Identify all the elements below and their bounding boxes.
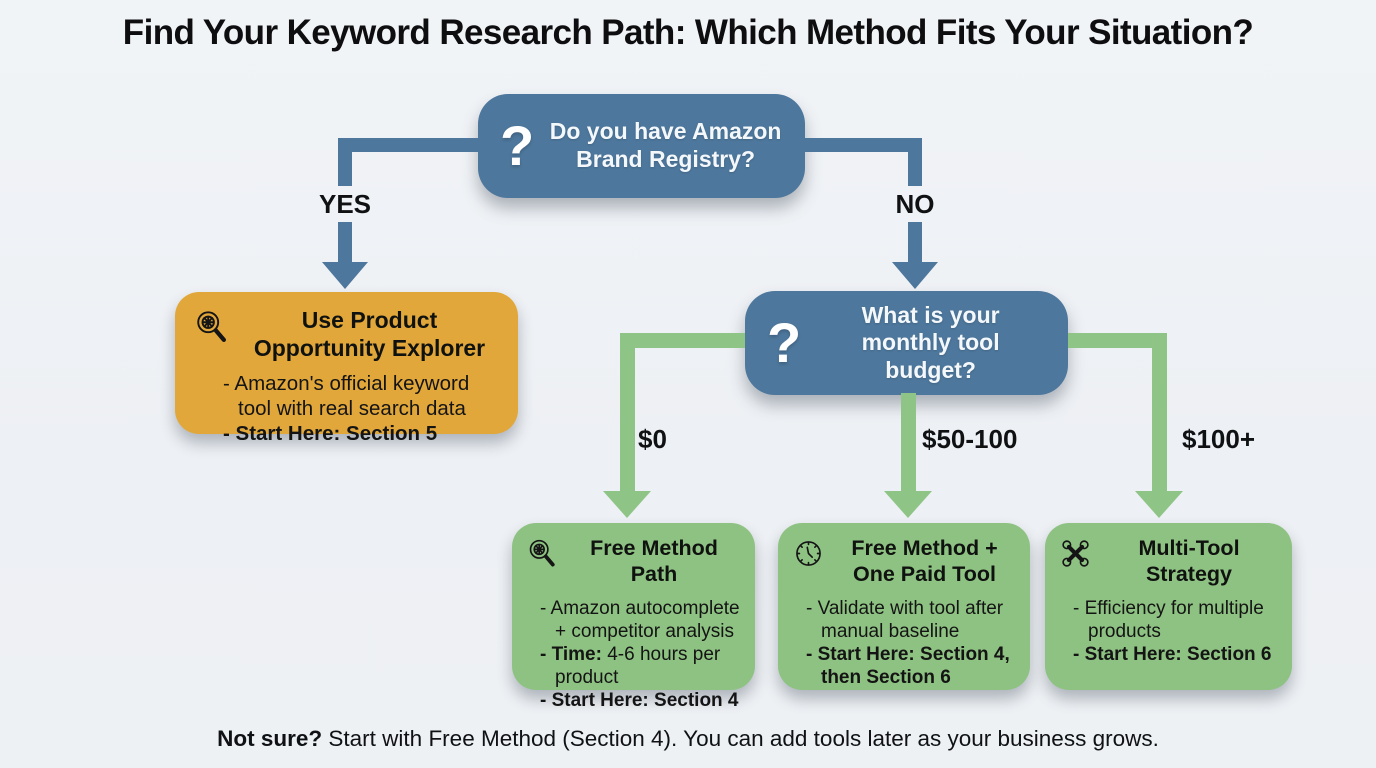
outcome-detail-line: - Start Here: Section 4: [540, 690, 739, 712]
decision-brand-registry: ? Do you have Amazon Brand Registry?: [478, 94, 805, 198]
arrow-yes-shaft: [338, 222, 352, 264]
outcome-multi-tool-strategy: Multi-Tool Strategy - Efficiency for mul…: [1045, 523, 1292, 690]
outcome-title: Free Method + One Paid Tool: [851, 536, 998, 586]
magnifier-icon: [193, 308, 231, 346]
question-mark-icon: ?: [767, 311, 802, 374]
outcome-details: - Validate with tool after manual baseli…: [792, 597, 1016, 690]
branch-label-budget0: $0: [638, 424, 667, 454]
outcome-free-method-plus-paid-tool: Free Method + One Paid Tool - Validate w…: [778, 523, 1030, 690]
outcome-detail-line: - Amazon's official keyword tool with re…: [223, 372, 470, 421]
decision-tool-budget: ? What is your monthly tool budget?: [745, 291, 1068, 395]
outcome-details: - Amazon's official keyword tool with re…: [193, 371, 500, 446]
decision-question: Do you have Amazon Brand Registry?: [549, 118, 782, 172]
outcome-detail-line: - Time: 4-6 hours per product: [540, 643, 721, 689]
arrow-budget100-head: [1135, 491, 1183, 518]
connector-no-vertical: [908, 138, 922, 186]
outcome-detail-line: - Amazon autocomplete + competitor analy…: [540, 597, 740, 642]
branch-label-no: NO: [895, 189, 935, 219]
arrow-budget0-head: [603, 491, 651, 518]
connector-budget0-horizontal: [627, 333, 745, 348]
outcome-detail-line: - Start Here: Section 5: [223, 422, 438, 446]
branch-label-yes: YES: [318, 189, 372, 219]
connector-yes-horizontal: [338, 138, 478, 152]
connector-budget100-horizontal: [1068, 333, 1167, 348]
outcome-detail-line: - Validate with tool after manual baseli…: [806, 597, 1004, 642]
arrow-budget50-head: [884, 491, 932, 518]
clock-icon: [792, 537, 825, 570]
connector-yes-vertical: [338, 138, 352, 186]
branch-label-budget100: $100+: [1182, 424, 1256, 454]
arrow-budget100-shaft: [1152, 333, 1167, 493]
outcome-title: Multi-Tool Strategy: [1138, 536, 1240, 586]
arrow-no-head: [892, 262, 938, 289]
page-title: Find Your Keyword Research Path: Which M…: [122, 13, 1254, 52]
branch-label-budget50: $50-100: [922, 424, 1018, 454]
outcome-detail-line: - Start Here: Section 4, then Section 6: [806, 643, 1010, 689]
outcome-title: Use Product Opportunity Explorer: [253, 307, 486, 361]
footnote: Not sure? Start with Free Method (Sectio…: [0, 726, 1376, 752]
connector-no-horizontal: [805, 138, 922, 152]
outcome-detail-line: - Efficiency for multiple products: [1073, 597, 1264, 642]
outcome-details: - Amazon autocomplete + competitor analy…: [526, 597, 741, 713]
question-mark-icon: ?: [500, 114, 535, 177]
tools-icon: [1059, 537, 1092, 570]
footnote-lead: Not sure?: [217, 726, 323, 751]
decision-question: What is your monthly tool budget?: [861, 301, 1000, 383]
magnifier-icon: [526, 537, 559, 570]
outcome-details: - Efficiency for multiple products - Sta…: [1059, 597, 1278, 667]
outcome-title: Free Method Path: [590, 536, 718, 586]
outcome-detail-line: - Start Here: Section 6: [1073, 643, 1272, 665]
arrow-yes-head: [322, 262, 368, 289]
arrow-budget50-shaft: [901, 393, 916, 493]
arrow-no-shaft: [908, 222, 922, 264]
outcome-free-method-path: Free Method Path - Amazon autocomplete +…: [512, 523, 755, 711]
arrow-budget0-shaft: [620, 333, 635, 493]
outcome-product-opportunity-explorer: Use Product Opportunity Explorer - Amazo…: [175, 292, 518, 445]
footnote-text: Start with Free Method (Section 4). You …: [322, 726, 1159, 751]
